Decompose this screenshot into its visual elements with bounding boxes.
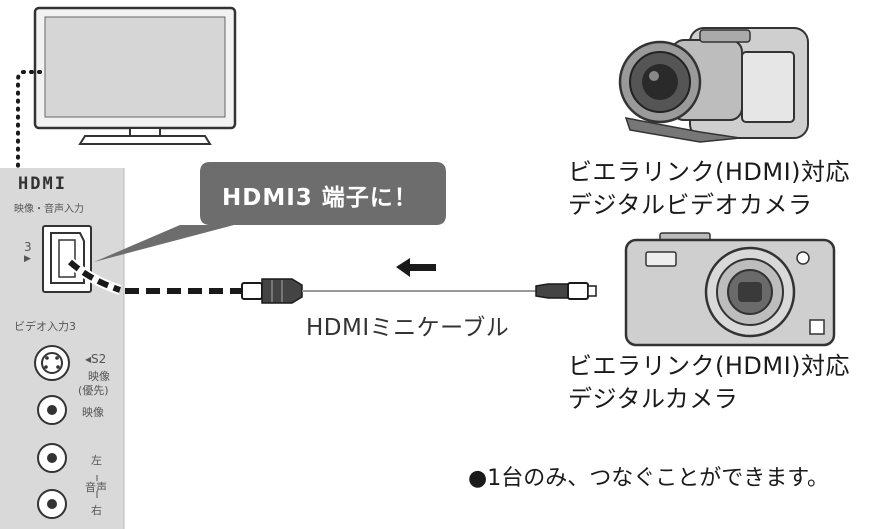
cable-label: HDMIミニケーブル <box>306 315 510 341</box>
callout-bubble <box>94 162 446 262</box>
panel-port-number: 3 <box>24 240 32 254</box>
tv-icon <box>33 6 237 145</box>
rca-video-jack-icon <box>37 395 67 425</box>
camera-label-line2: デジタルカメラ <box>568 385 739 413</box>
hdmi-port-icon <box>42 225 92 293</box>
panel-label-video-jack: 映像 <box>82 406 104 419</box>
tv-panel-dotted-link <box>16 70 42 170</box>
rca-audio-left-jack-icon <box>37 443 67 473</box>
panel-label-audio-left: 左 <box>91 454 102 467</box>
panel-port-arrow-icon: ▶ <box>24 254 31 264</box>
panel-label-audio-right: 右 <box>91 504 102 517</box>
camera-label-line1: ビエラリンク(HDMI)対応 <box>568 352 851 380</box>
hdmi-mini-cable <box>66 258 597 304</box>
tv-side-panel <box>0 168 125 529</box>
rca-audio-right-jack-icon <box>37 489 67 519</box>
panel-label-video-audio-input: 映像・音声入力 <box>14 204 84 215</box>
panel-label-s2-priority: (優先) <box>78 384 109 397</box>
panel-label-video-input-3: ビデオ入力3 <box>14 320 76 333</box>
digital-camera-icon <box>624 232 836 347</box>
s-video-jack-icon <box>34 345 70 381</box>
direction-arrow-icon <box>396 258 436 277</box>
camcorder-label-line1: ビエラリンク(HDMI)対応 <box>568 158 851 186</box>
camcorder-label-line2: デジタルビデオカメラ <box>568 191 813 219</box>
footnote: ●1台のみ、つなぐことができます。 <box>468 466 829 491</box>
panel-label-audio: 音声 <box>85 481 107 494</box>
panel-label-s2: ◂S2 <box>85 352 107 366</box>
panel-label-s2-video: 映像 <box>88 370 110 383</box>
camcorder-icon <box>618 27 809 143</box>
callout-text: HDMI3 端子に！ <box>222 185 418 211</box>
hdmi-logo: HDMI <box>18 174 67 194</box>
